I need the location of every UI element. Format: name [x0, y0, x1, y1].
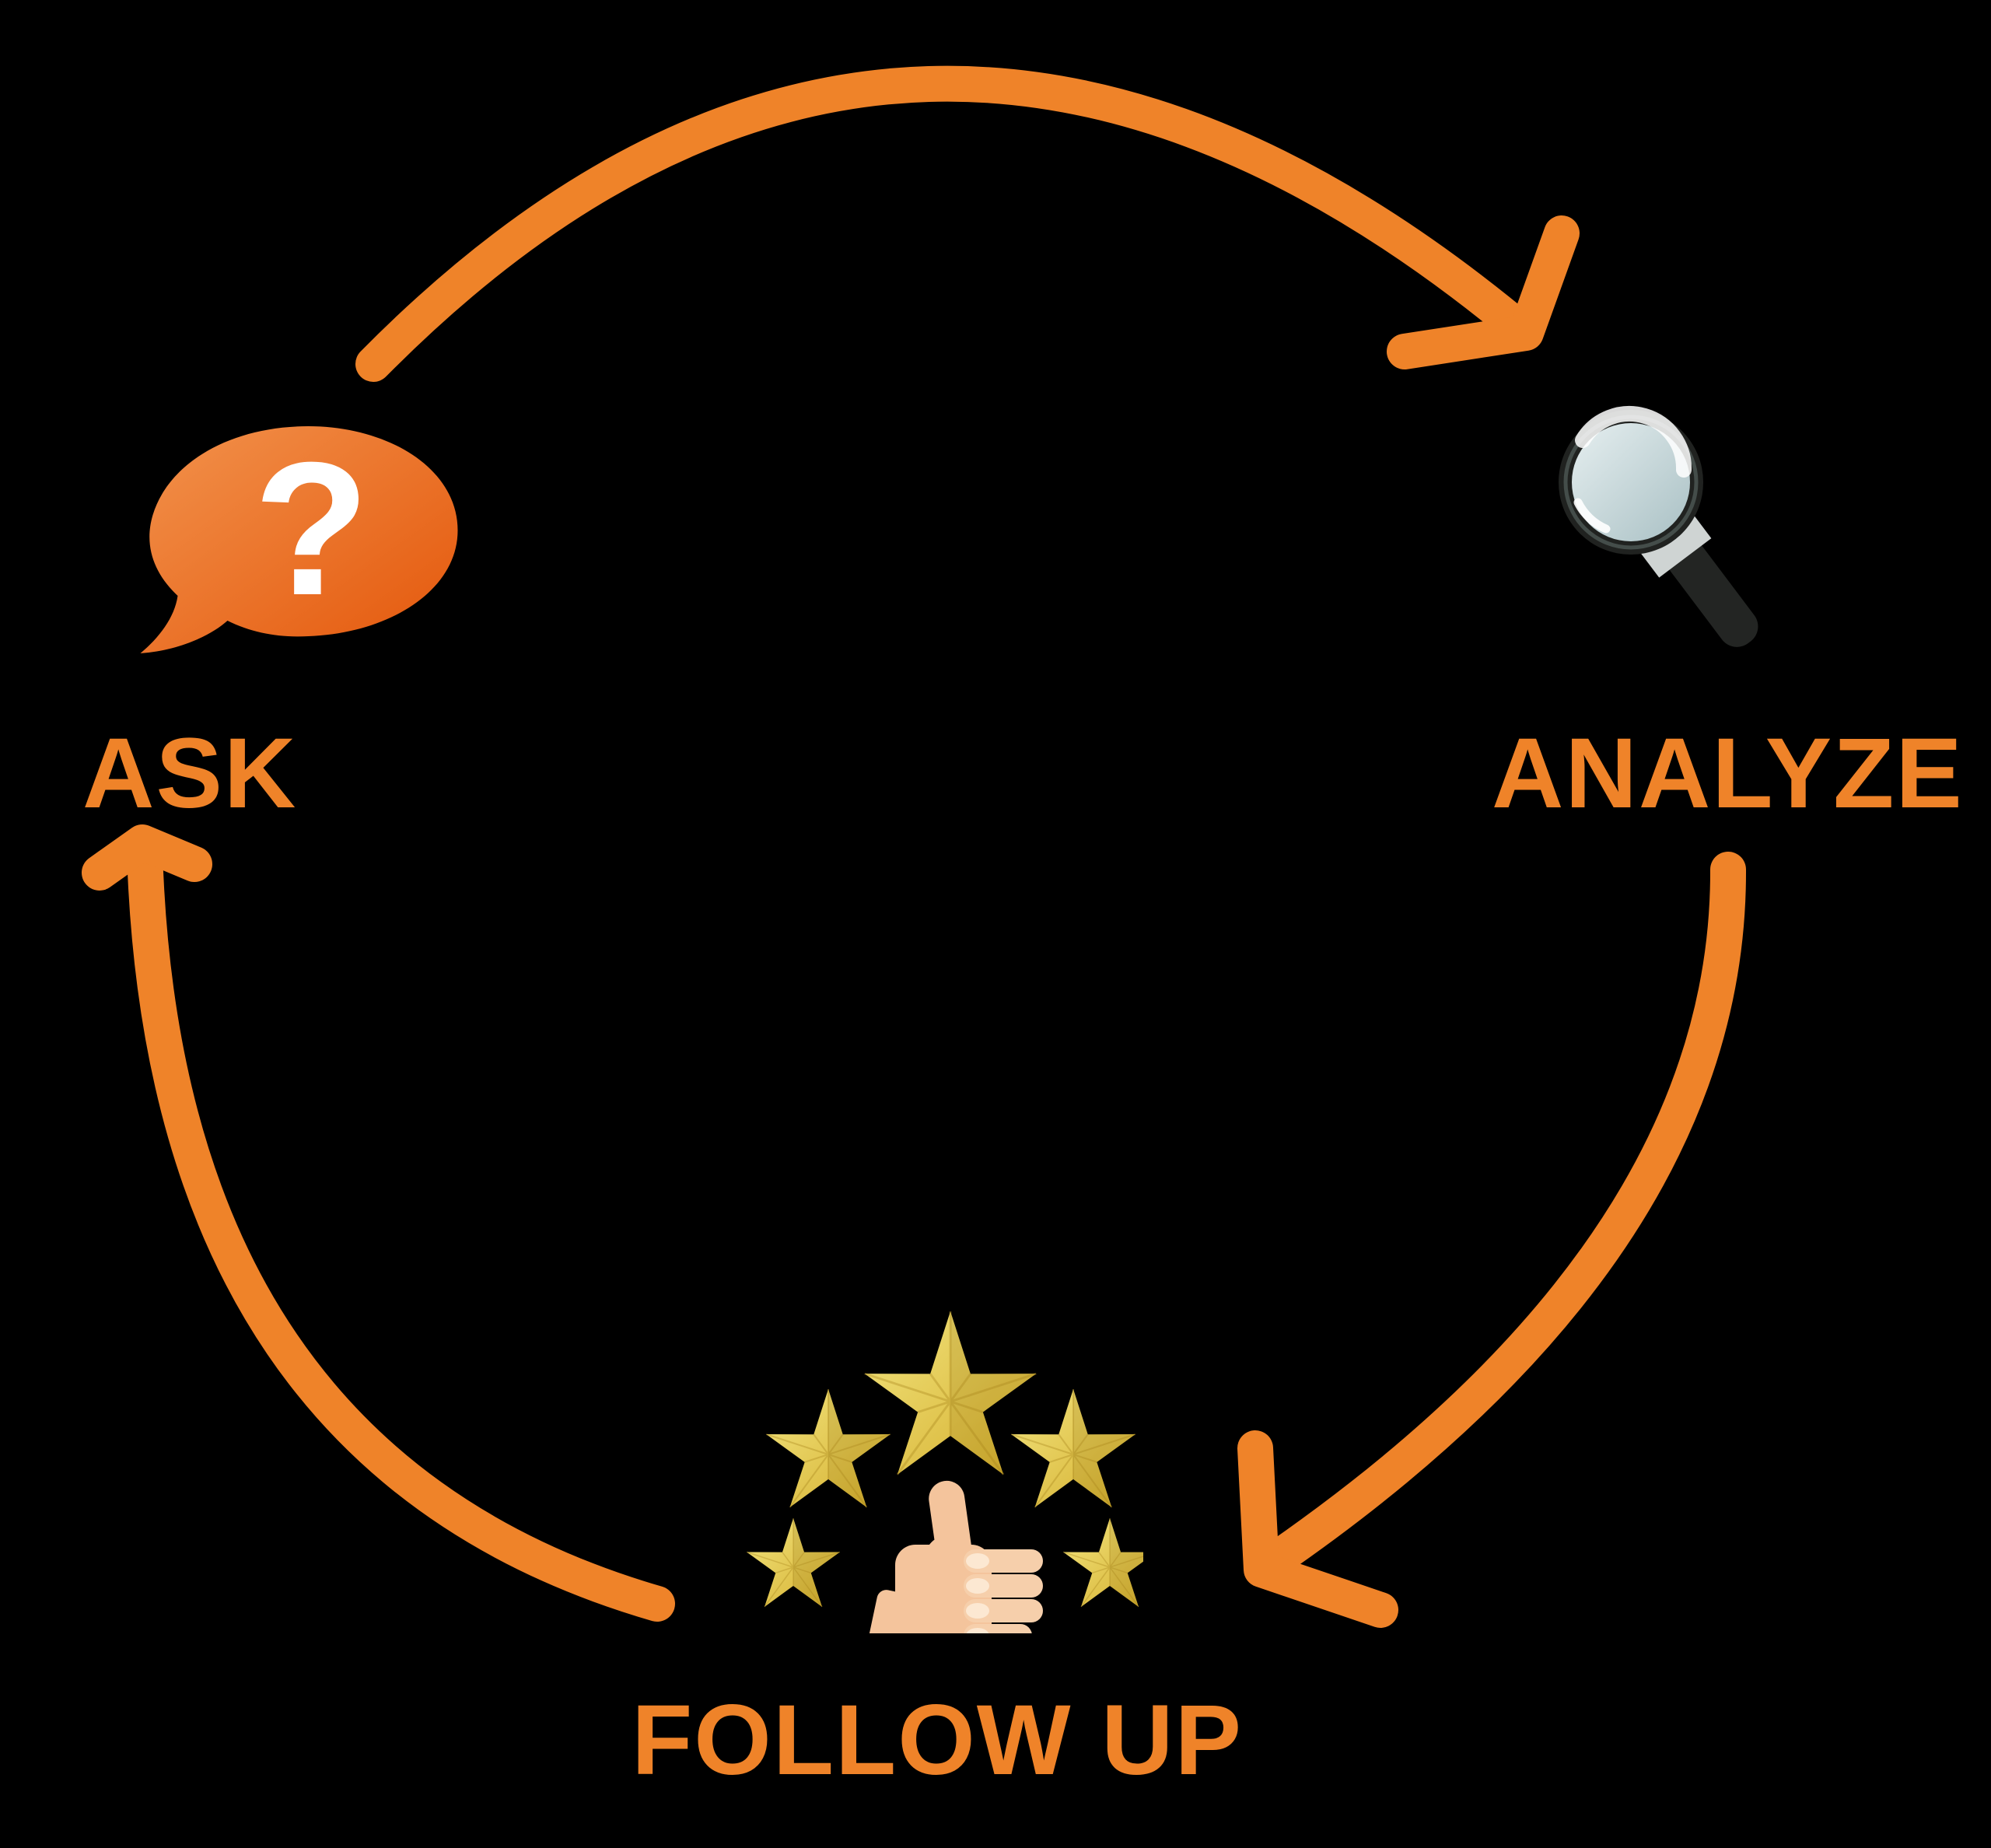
magnifier-handle: [1660, 531, 1758, 647]
question-speech-bubble-icon: ?: [140, 422, 458, 653]
step-label-ask: ASK: [82, 718, 298, 829]
magnifier-ferrule: [1637, 509, 1712, 578]
five-stars-thumbs-up-icon: [746, 1310, 1143, 1633]
arrow-analyze-to-followup: [1250, 852, 1747, 1583]
arrowhead-ask: [82, 824, 212, 891]
step-label-follow-up: FOLLOW UP: [632, 1685, 1243, 1796]
star-medium-left: [765, 1388, 891, 1509]
star-small-right: [1062, 1517, 1143, 1608]
star-small-left: [746, 1517, 841, 1608]
star-large-center: [863, 1310, 1037, 1476]
star-medium-right: [1010, 1388, 1136, 1509]
magnifying-glass-icon: [1559, 406, 1758, 647]
arrow-followup-to-ask: [127, 834, 675, 1622]
magnifier-lens: [1559, 406, 1703, 555]
arrowhead-analyze: [1387, 215, 1580, 369]
step-label-analyze: ANALYZE: [1492, 718, 1964, 829]
arrowhead-followup: [1237, 1430, 1398, 1628]
arrow-ask-to-analyze: [355, 65, 1539, 382]
thumbs-up-hand: [868, 1480, 1043, 1633]
question-mark-glyph: ?: [254, 422, 369, 635]
speech-bubble-shape: [140, 426, 458, 653]
